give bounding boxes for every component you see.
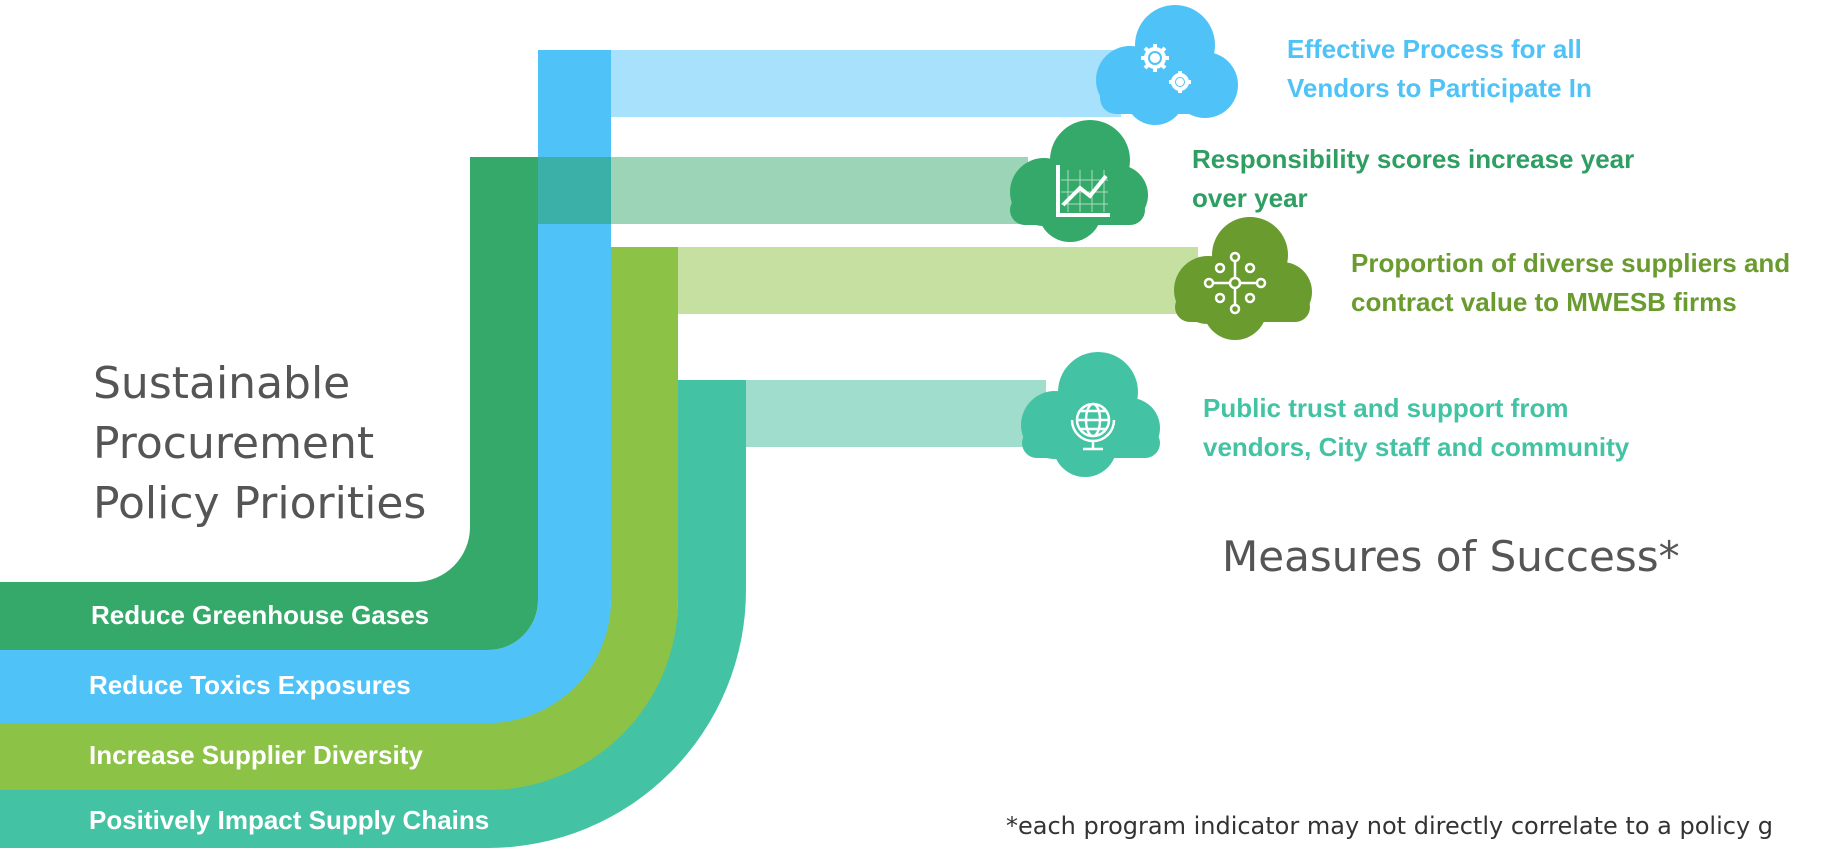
measure-bar-1 xyxy=(611,50,1121,117)
measure-text-4: Public trust and support from vendors, C… xyxy=(1203,389,1629,467)
cloud-1 xyxy=(1096,5,1238,125)
priority-label-supply-chains: Positively Impact Supply Chains xyxy=(89,805,490,835)
measure-bar-2-overlap xyxy=(538,157,611,224)
priority-label-toxics: Reduce Toxics Exposures xyxy=(89,670,411,700)
band-supply-chains xyxy=(0,380,746,848)
measure-bar-4 xyxy=(746,380,1046,447)
main-title-line-2: Procurement xyxy=(93,418,375,469)
measure-text-1: Effective Process for all Vendors to Par… xyxy=(1287,30,1592,108)
cloud-4 xyxy=(1021,352,1160,477)
measure-1-line-2: Vendors to Participate In xyxy=(1287,73,1592,103)
measure-4-line-1: Public trust and support from xyxy=(1203,393,1569,423)
measure-3-line-1: Proportion of diverse suppliers and xyxy=(1351,248,1791,278)
measure-2-line-1: Responsibility scores increase year xyxy=(1192,144,1635,174)
measure-1-line-1: Effective Process for all xyxy=(1287,34,1582,64)
measure-3-line-2: contract value to MWESB firms xyxy=(1351,287,1737,317)
measure-bar-2 xyxy=(538,157,1028,224)
footnote: *each program indicator may not directly… xyxy=(1006,812,1774,840)
priority-label-supplier-diversity: Increase Supplier Diversity xyxy=(89,740,423,770)
main-title: Sustainable Procurement Policy Prioritie… xyxy=(93,354,426,534)
band-toxics xyxy=(0,50,611,723)
priority-label-greenhouse: Reduce Greenhouse Gases xyxy=(91,600,430,630)
main-title-line-1: Sustainable xyxy=(93,358,351,409)
main-title-line-3: Policy Priorities xyxy=(93,478,427,529)
measure-4-line-2: vendors, City staff and community xyxy=(1203,432,1630,462)
measure-text-3: Proportion of diverse suppliers and cont… xyxy=(1351,244,1790,322)
cloud-2 xyxy=(1010,120,1148,242)
measure-2-line-2: over year xyxy=(1192,183,1308,213)
globe-icon xyxy=(1070,402,1116,451)
measure-bar-3 xyxy=(678,247,1198,314)
band-greenhouse xyxy=(0,157,538,650)
measure-text-2: Responsibility scores increase year over… xyxy=(1192,140,1634,218)
measures-title: Measures of Success* xyxy=(1222,532,1680,581)
network-icon xyxy=(1203,251,1267,315)
gears-icon xyxy=(1141,44,1191,93)
band-supplier-diversity xyxy=(0,247,678,790)
line-chart-icon xyxy=(1056,165,1110,217)
cloud-3 xyxy=(1174,217,1312,340)
